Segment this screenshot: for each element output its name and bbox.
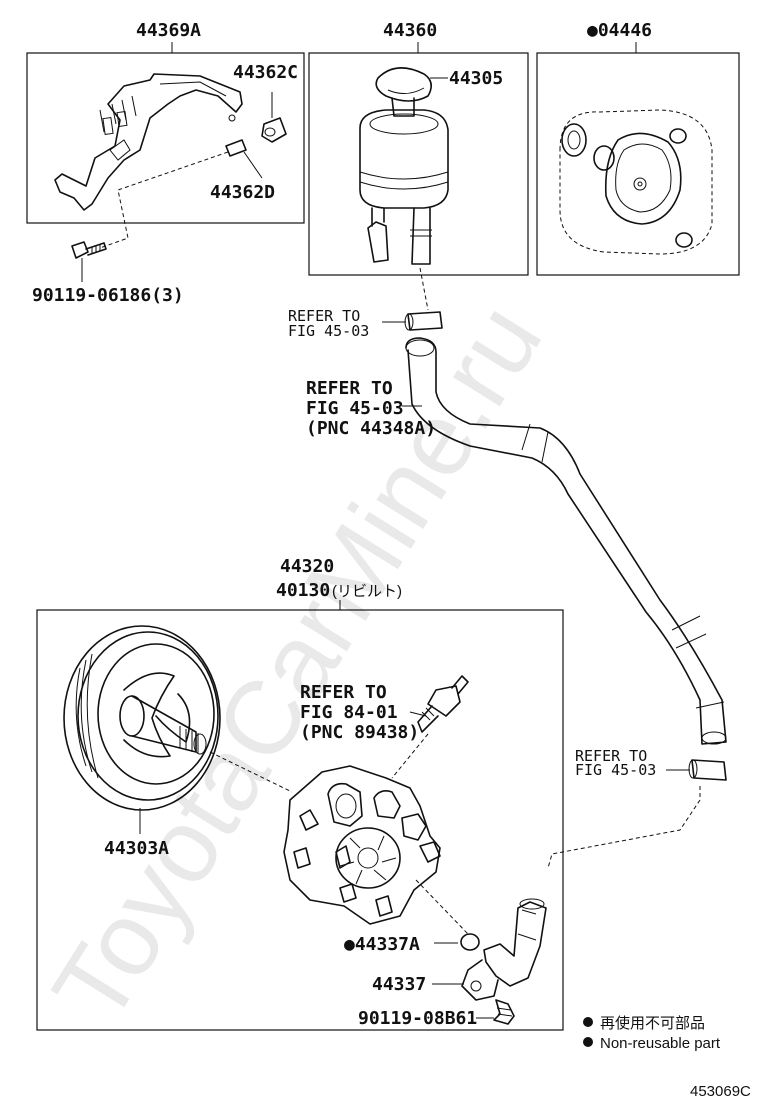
ref-clamp-top-line1: REFER TO bbox=[288, 307, 360, 325]
clamp-top bbox=[404, 311, 443, 331]
cushion-44362c bbox=[261, 117, 287, 143]
ref-hose-line3: (PNC 44348A) bbox=[306, 418, 436, 439]
figure-id: 453069C bbox=[690, 1083, 751, 1100]
union-44337 bbox=[461, 898, 547, 1001]
ref-hose-line2: FIG 45-03 bbox=[306, 398, 404, 419]
suction-hose bbox=[405, 337, 727, 745]
bracket-part bbox=[54, 73, 243, 211]
label-bolt-bracket: 90119-06186(3) bbox=[32, 285, 184, 306]
label-bolt-union: 90119-08B61 bbox=[358, 1008, 477, 1029]
legend-en: Non-reusable part bbox=[600, 1035, 721, 1052]
pump-assy-box bbox=[36, 609, 564, 1031]
legend-jp: 再使用不可部品 bbox=[600, 1015, 705, 1032]
label-cushion: 44362C bbox=[233, 62, 298, 83]
ref-switch-line3: (PNC 89438) bbox=[300, 722, 419, 743]
reservoir-cap-44305 bbox=[375, 67, 432, 117]
watermark: ToyotaCarMine.ru bbox=[31, 285, 564, 1043]
ref-clamp-top-line2: FIG 45-03 bbox=[288, 322, 369, 340]
bracket-box bbox=[26, 52, 305, 224]
label-union: 44337 bbox=[372, 974, 426, 995]
label-cap: 44305 bbox=[449, 68, 503, 89]
legend-bullet-en bbox=[583, 1037, 593, 1047]
label-pump-rebuilt-code: 40130 bbox=[276, 580, 330, 601]
label-gasket-kit: ●04446 bbox=[587, 20, 652, 41]
label-bracket: 44369A bbox=[136, 20, 201, 41]
label-pulley: 44303A bbox=[104, 838, 169, 859]
collar-44362d bbox=[225, 139, 247, 157]
bolt-90119-08b61 bbox=[493, 999, 515, 1025]
ref-switch-line1: REFER TO bbox=[300, 682, 387, 703]
pump-body-44320 bbox=[283, 765, 441, 925]
pressure-switch bbox=[417, 675, 469, 733]
label-collar: 44362D bbox=[210, 182, 275, 203]
legend-bullet-jp bbox=[583, 1017, 593, 1027]
ref-clamp-bottom-line1: REFER TO bbox=[575, 747, 647, 765]
ref-hose-line1: REFER TO bbox=[306, 378, 393, 399]
pulley-44303a bbox=[63, 625, 221, 811]
bolt-90119-06186 bbox=[71, 241, 107, 259]
gasket-kit-box bbox=[536, 52, 740, 276]
reservoir-tank bbox=[359, 109, 449, 265]
ref-clamp-bottom-line2: FIG 45-03 bbox=[575, 761, 656, 779]
oring-44337a bbox=[460, 933, 480, 951]
label-oring: ●44337A bbox=[344, 934, 420, 955]
ref-switch-line2: FIG 84-01 bbox=[300, 702, 398, 723]
label-reservoir: 44360 bbox=[383, 20, 437, 41]
clamp-bottom bbox=[688, 759, 727, 781]
label-pump-rebuilt-note: (リビルト) bbox=[332, 583, 402, 600]
label-pump-assy: 44320 bbox=[280, 556, 334, 577]
gasket-kit-parts bbox=[559, 109, 713, 255]
